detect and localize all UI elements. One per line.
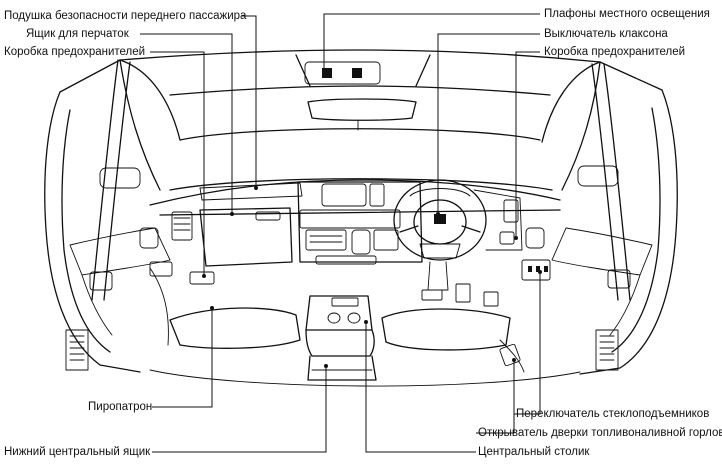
leader-window-switch [514,272,541,415]
leader-fuel-door [476,360,515,434]
roof-area [119,49,601,191]
leader-center-table [365,322,476,453]
label-fuel-door-opener: Открыватель дверки топливоналивной горло… [478,427,722,439]
label-squib: Пиропатрон [88,401,153,413]
right-door [521,61,678,375]
leader-airbag [242,15,257,188]
label-fusebox-left: Коробка предохранителей [4,46,146,58]
leader-lines [140,13,542,453]
label-ceiling-lights: Плафоны местного освещения [544,8,710,20]
dashboard [149,179,561,307]
leader-lower-center-box [152,366,327,453]
leader-squib [152,308,213,408]
label-airbag: Подушка безопасности переднего пассажира [4,10,247,22]
label-lower-center-box: Нижний центральный ящик [4,446,151,458]
label-window-switch: Переключатель стеклоподъемников [516,408,710,420]
label-glovebox: Ящик для перчаток [26,28,129,40]
label-fusebox-right: Коробка предохранителей [544,46,686,58]
leader-fusebox-left [150,51,205,276]
leader-glovebox [140,33,233,214]
leader-horn [437,33,540,214]
label-center-table: Центральный столик [478,446,590,458]
center-console [149,295,581,387]
left-door [44,59,181,373]
leader-fusebox-right [515,51,540,238]
label-horn-switch: Выключатель клаксона [544,28,668,40]
leader-ceiling-lights [323,13,540,70]
